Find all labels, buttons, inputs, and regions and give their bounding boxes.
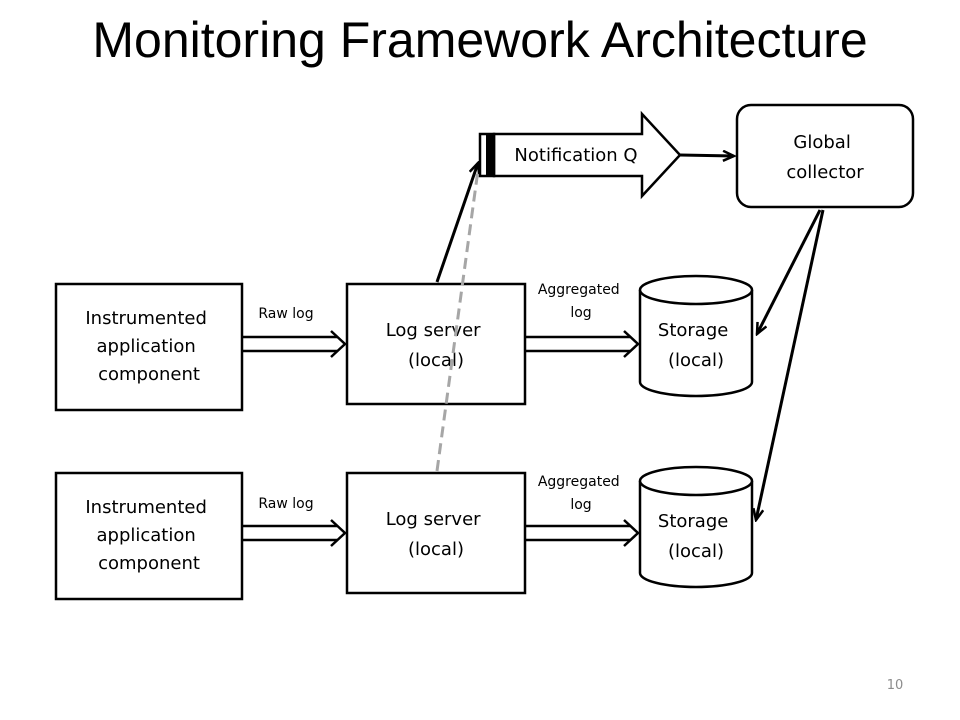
app-component-1: Instrumented application component xyxy=(54,282,244,412)
aggregated-log-label-2: Aggregated log xyxy=(538,474,624,513)
log-server-2-line-2: (local) xyxy=(408,539,464,560)
app-component-1-line-3: component xyxy=(98,364,200,385)
svg-text:Instrumented application: Instrumented application component xyxy=(85,497,212,574)
aggregated-log-label-2-line-2: log xyxy=(570,497,591,513)
svg-text:Global collector: Global collector xyxy=(786,132,864,183)
raw-log-arrow-1 xyxy=(242,330,347,358)
svg-text:Log server (local): Log server (local) xyxy=(386,509,487,560)
page-number: 10 xyxy=(886,678,904,693)
notification-queue-label: Notification Q xyxy=(514,145,637,166)
log-server-2-line-1: Log server xyxy=(386,509,481,530)
raw-log-label-2: Raw log xyxy=(258,496,313,512)
storage-1-cylinder-icon: Storage (local) xyxy=(638,274,754,398)
aggregated-log-label-1-line-2: log xyxy=(570,305,591,321)
log-server-1: Log server (local) xyxy=(345,282,527,406)
log-server-1-line-1: Log server xyxy=(386,320,481,341)
svg-text:Instrumented application: Instrumented application component xyxy=(85,308,212,385)
app-component-1-line-2: application xyxy=(96,336,195,357)
storage-2-line-2: (local) xyxy=(668,541,724,562)
app-component-1-line-1: Instrumented xyxy=(85,308,207,329)
log-server-1-line-2: (local) xyxy=(408,350,464,371)
raw-log-arrow-2 xyxy=(242,519,347,547)
svg-text:Storage (local): Storage (local) xyxy=(658,511,734,562)
collector-to-storage-1-arrow xyxy=(757,209,822,334)
storage-2-line-1: Storage xyxy=(658,511,728,532)
global-collector-line-2: collector xyxy=(786,162,864,183)
log-server-2: Log server (local) xyxy=(345,471,527,595)
storage-1-line-2: (local) xyxy=(668,350,724,371)
app-component-2-line-3: component xyxy=(98,553,200,574)
queue-to-collector-arrow xyxy=(679,155,734,156)
storage-2-cylinder-icon: Storage (local) xyxy=(638,465,754,589)
app-component-2: Instrumented application component xyxy=(54,471,244,601)
aggregated-log-arrow-2 xyxy=(525,519,640,547)
notification-queue-arrow-icon: Notification Q xyxy=(478,110,682,200)
app-component-2-line-2: application xyxy=(96,525,195,546)
log-server-1-to-queue-arrow xyxy=(435,163,478,283)
collector-to-storage-2-arrow xyxy=(756,209,825,520)
storage-1-line-1: Storage xyxy=(658,320,728,341)
aggregated-log-label-1: Aggregated log xyxy=(538,282,624,321)
raw-log-label-1: Raw log xyxy=(258,306,313,322)
app-component-2-line-1: Instrumented xyxy=(85,497,207,518)
global-collector: Global collector xyxy=(735,103,915,209)
slide-title: Monitoring Framework Architecture xyxy=(92,12,868,68)
aggregated-log-arrow-1 xyxy=(525,330,640,358)
global-collector-line-1: Global xyxy=(793,132,850,153)
aggregated-log-label-1-line-1: Aggregated xyxy=(538,282,620,298)
aggregated-log-label-2-line-1: Aggregated xyxy=(538,474,620,490)
svg-text:Storage (local): Storage (local) xyxy=(658,320,734,371)
